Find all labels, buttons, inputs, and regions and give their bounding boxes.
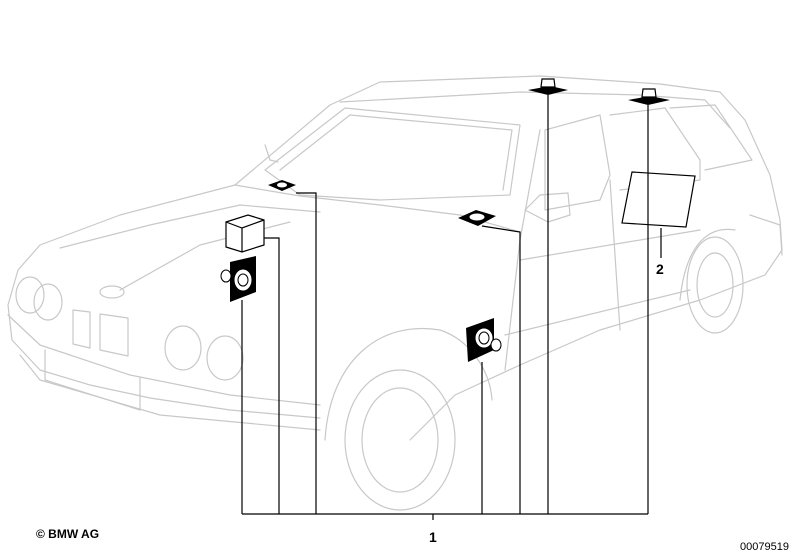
dash-tweeter-left-part <box>268 180 296 191</box>
document-number: 00079519 <box>740 541 789 553</box>
dash-tweeter-right-part <box>458 210 496 226</box>
callout-1-label: 1 <box>429 529 437 545</box>
amplifier-part <box>225 214 265 253</box>
car-illustration <box>7 75 783 511</box>
front-left-speaker-part <box>220 256 256 302</box>
callout-2-label: 2 <box>656 261 664 277</box>
rear-panel-part <box>621 171 696 228</box>
roof-speaker-front-part <box>528 78 568 95</box>
parts <box>220 78 696 362</box>
roof-speaker-rear-part <box>628 88 670 105</box>
copyright-text: © BMW AG <box>36 527 100 541</box>
leader-lines <box>241 95 662 520</box>
door-speaker-part <box>466 318 502 362</box>
